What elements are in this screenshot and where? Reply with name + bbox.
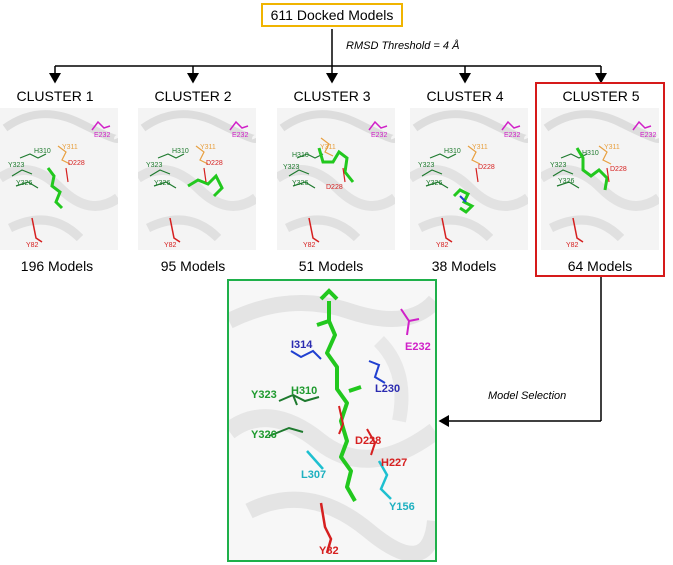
- selected-cluster-highlight: [535, 82, 665, 277]
- cluster-2-title: CLUSTER 2: [154, 88, 232, 104]
- label-y82: Y82: [319, 545, 339, 557]
- rmsd-threshold-label: RMSD Threshold = 4 Å: [346, 40, 460, 52]
- label-d228: D228: [355, 435, 382, 447]
- label-y156: Y156: [389, 501, 415, 513]
- cluster-1-title: CLUSTER 1: [16, 88, 94, 104]
- cluster-1-structure-image: [0, 108, 118, 250]
- cluster-3-structure-image: [277, 108, 395, 250]
- selected-model-detail: I314 E232 L230 Y323 H310 D228 Y326 H227 …: [227, 279, 437, 562]
- label-h227: H227: [381, 457, 408, 469]
- cluster-3-count: 51 Models: [298, 258, 364, 274]
- detail-structure-image: [229, 288, 435, 560]
- cluster-3-title: CLUSTER 3: [293, 88, 371, 104]
- label-i314: I314: [291, 339, 313, 351]
- label-y323: Y323: [251, 389, 277, 401]
- docked-models-box: 611 Docked Models: [261, 3, 403, 27]
- label-e232: E232: [405, 341, 431, 353]
- model-selection-label: Model Selection: [488, 390, 567, 402]
- cluster-4-structure-image: [410, 108, 528, 250]
- cluster-4-count: 38 Models: [431, 258, 497, 274]
- label-l307: L307: [301, 469, 327, 481]
- cluster-4-title: CLUSTER 4: [426, 88, 504, 104]
- cluster-5-structure-image: [541, 108, 659, 250]
- label-h310: H310: [291, 385, 318, 397]
- cluster-5-count: 64 Models: [567, 258, 633, 274]
- label-l230: L230: [375, 383, 401, 395]
- cluster-1-count: 196 Models: [20, 258, 94, 274]
- cluster-5-title: CLUSTER 5: [562, 88, 640, 104]
- label-y326: Y326: [251, 429, 277, 441]
- cluster-2-structure-image: [138, 108, 256, 250]
- cluster-2-count: 95 Models: [160, 258, 226, 274]
